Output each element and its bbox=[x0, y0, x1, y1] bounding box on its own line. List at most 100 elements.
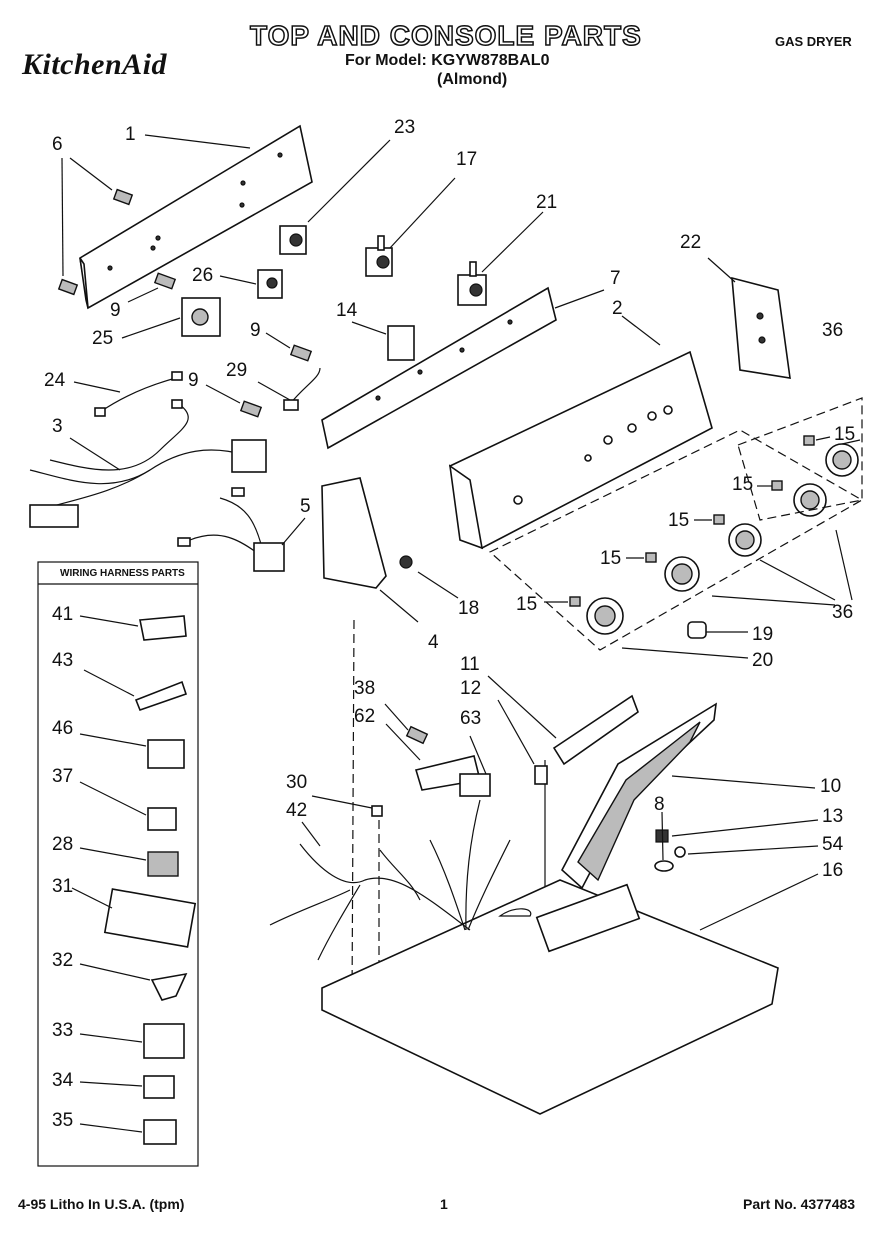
litho-note: 4-95 Litho In U.S.A. (tpm) bbox=[18, 1196, 185, 1212]
callout-5: 5 bbox=[300, 496, 311, 517]
switch-part-21 bbox=[457, 261, 487, 306]
end-cap-part-4 bbox=[321, 477, 387, 589]
terminal-part-37 bbox=[147, 807, 177, 831]
clip-part-30 bbox=[371, 805, 383, 817]
callout-22: 22 bbox=[680, 232, 702, 253]
brand-logo: KitchenAid bbox=[22, 48, 168, 81]
callout-23: 23 bbox=[394, 117, 416, 138]
callout-63: 63 bbox=[460, 708, 482, 729]
callout-26: 26 bbox=[192, 265, 214, 286]
screw-part-9-a bbox=[153, 272, 177, 290]
screw-part-54 bbox=[674, 846, 686, 858]
callout-43: 43 bbox=[52, 650, 74, 671]
console-support-bracket-part-7 bbox=[321, 286, 557, 450]
callout-17: 17 bbox=[456, 149, 478, 170]
screw-part-9-b bbox=[289, 344, 313, 362]
rear-console-panel-edge bbox=[79, 257, 89, 309]
callout-62: 62 bbox=[354, 706, 376, 727]
housing-part-34 bbox=[143, 1075, 175, 1099]
callout-9-b: 9 bbox=[250, 320, 261, 341]
wiring-harness-part-3 bbox=[29, 399, 267, 528]
knob-20 bbox=[586, 597, 624, 635]
terminal-part-43 bbox=[134, 680, 188, 712]
callout-15-a: 15 bbox=[834, 424, 856, 445]
callout-18: 18 bbox=[458, 598, 480, 619]
callout-31: 31 bbox=[52, 876, 74, 897]
harness-part-5 bbox=[177, 487, 285, 572]
callout-3: 3 bbox=[52, 416, 63, 437]
callout-12: 12 bbox=[460, 678, 482, 699]
switch-part-26 bbox=[257, 269, 283, 299]
wiring-harness-parts-box bbox=[37, 561, 199, 1167]
clip-part-32 bbox=[150, 972, 188, 1001]
wire-part-29 bbox=[289, 367, 321, 405]
callout-36-b: 36 bbox=[832, 602, 854, 623]
callout-46: 46 bbox=[52, 718, 74, 739]
callout-34: 34 bbox=[52, 1070, 74, 1091]
connector-part-63 bbox=[459, 773, 491, 797]
callout-21: 21 bbox=[536, 192, 558, 213]
washer-part-8 bbox=[654, 860, 674, 872]
callout-30: 30 bbox=[286, 772, 308, 793]
back-plate-part-22 bbox=[731, 276, 791, 379]
connector-part-28 bbox=[147, 851, 179, 877]
spring-clip-15-d bbox=[645, 552, 657, 563]
model-number: For Model: KGYW878BAL0 bbox=[345, 52, 550, 69]
callout-37: 37 bbox=[52, 766, 74, 787]
callout-15-e: 15 bbox=[516, 594, 538, 615]
knob-4 bbox=[664, 556, 700, 592]
callout-28: 28 bbox=[52, 834, 74, 855]
wiring-harness-part-42 bbox=[269, 799, 511, 961]
clip-part-18 bbox=[399, 555, 413, 569]
callout-4: 4 bbox=[428, 632, 439, 653]
callout-38: 38 bbox=[354, 678, 376, 699]
callout-15-b: 15 bbox=[732, 474, 754, 495]
model-color: (Almond) bbox=[437, 71, 508, 88]
callout-9-c: 9 bbox=[188, 370, 199, 391]
block-part-31 bbox=[103, 888, 197, 948]
screw-part-6-bottom bbox=[57, 278, 79, 296]
callout-25: 25 bbox=[92, 328, 114, 349]
knob-2 bbox=[793, 483, 827, 517]
callout-1: 1 bbox=[125, 124, 136, 145]
callout-9-a: 9 bbox=[110, 300, 121, 321]
spring-clip-15-b bbox=[771, 480, 783, 491]
callout-32: 32 bbox=[52, 950, 74, 971]
callout-10: 10 bbox=[820, 776, 842, 797]
screw-part-6-top bbox=[112, 188, 134, 206]
callout-36-a: 36 bbox=[822, 320, 844, 341]
callout-11: 11 bbox=[460, 654, 480, 675]
callout-42: 42 bbox=[286, 800, 308, 821]
callout-8: 8 bbox=[654, 794, 665, 815]
product-type: GAS DRYER bbox=[775, 34, 852, 49]
spring-clip-15-a bbox=[803, 435, 815, 446]
spring-clip-15-e bbox=[569, 596, 581, 607]
switch-part-17 bbox=[365, 235, 393, 277]
callout-24: 24 bbox=[44, 370, 66, 391]
knob-1 bbox=[825, 443, 859, 477]
clip-part-12 bbox=[534, 765, 548, 785]
lint-screen-part-11 bbox=[552, 694, 639, 766]
callout-33: 33 bbox=[52, 1020, 74, 1041]
switch-part-23 bbox=[279, 225, 307, 255]
callout-20: 20 bbox=[752, 650, 774, 671]
callout-13: 13 bbox=[822, 806, 844, 827]
callout-15-c: 15 bbox=[668, 510, 690, 531]
housing-part-35 bbox=[143, 1119, 177, 1145]
callout-54: 54 bbox=[822, 834, 844, 855]
callout-6: 6 bbox=[52, 134, 63, 155]
wire-part-24 bbox=[99, 377, 177, 413]
light-part-14 bbox=[387, 325, 415, 361]
callout-14: 14 bbox=[336, 300, 358, 321]
screw-part-9-c bbox=[239, 400, 263, 418]
callout-29: 29 bbox=[226, 360, 248, 381]
callout-2: 2 bbox=[612, 298, 623, 319]
dryer-top-part-16 bbox=[321, 879, 779, 1115]
housing-part-33 bbox=[143, 1023, 185, 1059]
callout-35: 35 bbox=[52, 1110, 74, 1131]
screw-part-38 bbox=[405, 725, 429, 745]
spring-clip-15-c bbox=[713, 514, 725, 525]
callout-16: 16 bbox=[822, 860, 844, 881]
